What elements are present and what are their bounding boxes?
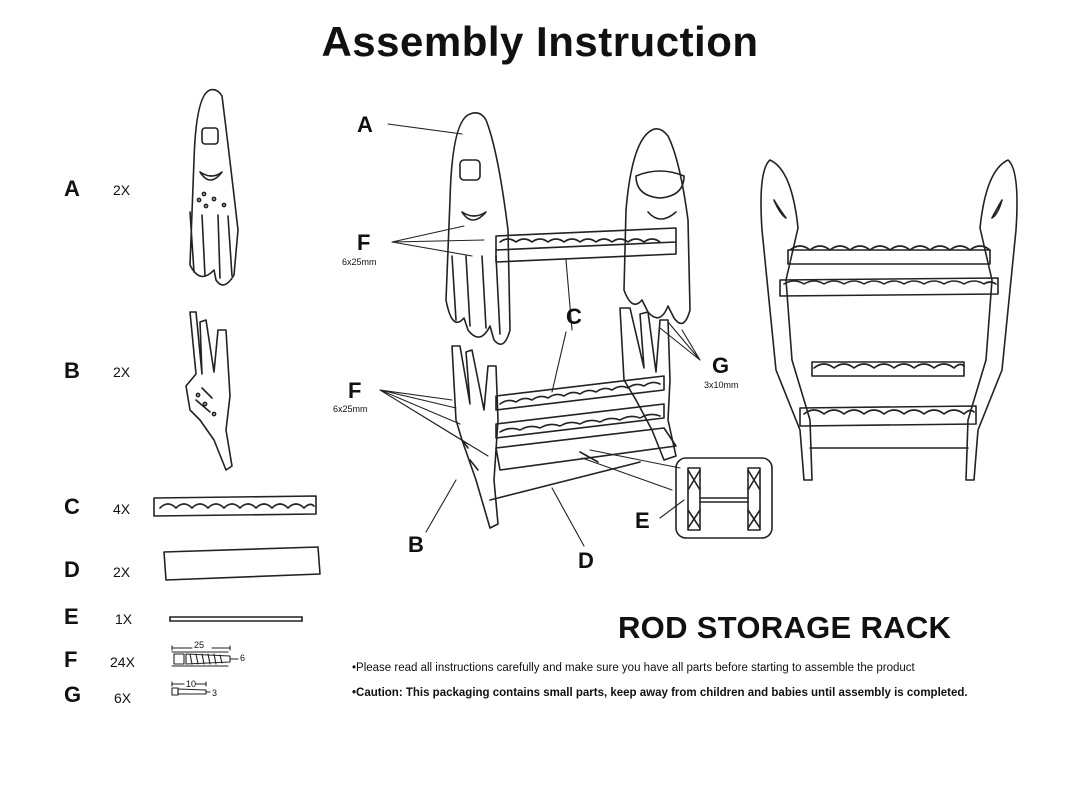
callout-f-top: F [357,230,371,255]
callout-c: C [566,304,582,329]
screw-g-length: 10 [186,679,197,689]
front-view-drawing [760,159,1018,481]
callout-g: G [712,353,730,378]
part-g-screw-drawing [171,681,211,696]
part-qty-e: 1X [115,611,133,627]
screw-f-length: 25 [194,640,205,650]
note-read-instructions: •Please read all instructions carefully … [352,662,915,674]
main-assembly-drawing [445,112,691,529]
part-qty-f: 24X [110,654,135,670]
part-qty-g: 6X [114,690,132,706]
part-e-drawing [169,616,303,622]
part-qty-c: 4X [113,501,131,517]
page-title: Assembly Instruction [321,18,759,65]
part-a-drawing [189,88,239,286]
part-letter-b: B [64,358,80,383]
part-qty-a: 2X [113,182,131,198]
callout-f-top-size: 6x25mm [342,257,377,267]
part-letter-g: G [64,682,82,707]
callout-g-size: 3x10mm [704,380,739,390]
part-letter-c: C [64,494,80,519]
callout-leaders [379,123,701,547]
callout-b: B [408,532,424,557]
part-c-drawing [153,495,317,517]
callout-f-bottom-size: 6x25mm [333,404,368,414]
part-qty-d: 2X [113,564,131,580]
callout-e: E [635,508,650,533]
detail-inset-e [675,457,773,539]
callout-d: D [578,548,594,573]
part-letter-d: D [64,557,80,582]
callout-f-bottom: F [348,378,362,403]
part-letter-f: F [64,647,78,672]
callout-a: A [357,112,373,137]
part-f-screw-drawing [171,645,239,667]
part-letter-a: A [64,176,80,201]
part-letter-e: E [64,604,79,629]
note-caution: •Caution: This packaging contains small … [352,687,968,699]
part-d-drawing [163,546,321,581]
product-name: ROD STORAGE RACK [618,610,952,645]
part-qty-b: 2X [113,364,131,380]
part-b-drawing [185,311,233,471]
screw-g-diameter: 3 [212,688,218,698]
screw-f-diameter: 6 [240,653,246,663]
parts-list: A 2X B 2X C 4X D 2X E 1X F 24X G 6X 25 6… [0,0,340,792]
